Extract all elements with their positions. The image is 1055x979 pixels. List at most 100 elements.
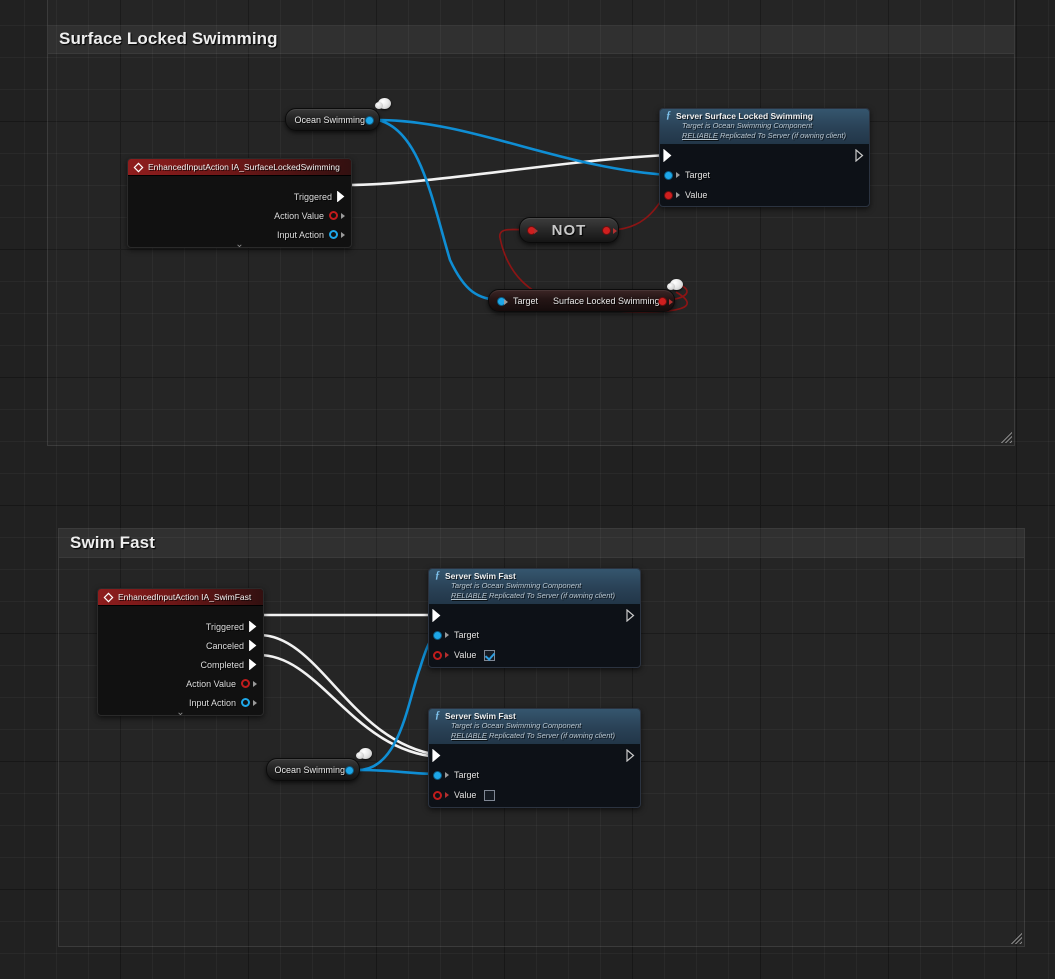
node-ocean-swimming-bottom[interactable]: Ocean Swimming <box>266 758 360 781</box>
pin-arrow-icon <box>445 632 449 638</box>
pin-row-target[interactable]: Target <box>429 625 640 645</box>
reroute-knot-bool[interactable] <box>667 279 683 290</box>
pin-row-triggered[interactable]: Triggered <box>98 617 263 636</box>
pin-in-value[interactable] <box>433 650 442 660</box>
pin-exec-out[interactable] <box>626 609 636 622</box>
pin-output-object[interactable] <box>365 116 374 125</box>
node-not[interactable]: NOT <box>519 217 619 243</box>
pin-arrow-icon <box>669 299 673 305</box>
pin-arrow-icon <box>253 699 257 706</box>
node-enhanced-input-action-surface-locked[interactable]: EnhancedInputAction IA_SurfaceLockedSwim… <box>127 158 352 248</box>
value-checkbox[interactable] <box>484 649 496 661</box>
pin-row-value[interactable]: Value <box>660 185 869 205</box>
replication-text: Replicated To Server (if owning client) <box>717 131 846 140</box>
node-title: NOT <box>551 221 587 239</box>
node-header[interactable]: ƒ Server Surface Locked Swimming Target … <box>660 109 869 145</box>
function-f-icon: ƒ <box>666 110 671 121</box>
pin-arrow-icon <box>676 192 680 198</box>
pin-output-object[interactable] <box>345 766 354 775</box>
node-server-swim-fast-1[interactable]: ƒ Server Swim Fast Target is Ocean Swimm… <box>428 568 641 668</box>
comment-title-bar[interactable] <box>59 529 1024 558</box>
node-title: EnhancedInputAction IA_SurfaceLockedSwim… <box>148 162 340 172</box>
replication-text: Replicated To Server (if owning client) <box>486 731 615 740</box>
pin-label: Triggered <box>205 621 244 632</box>
comment-box-surface-locked-swimming[interactable]: Surface Locked Swimming <box>47 0 1015 446</box>
pin-exec-out[interactable] <box>855 149 865 162</box>
pin-out-input-action[interactable] <box>241 698 250 707</box>
pin-out-bool[interactable] <box>602 226 611 235</box>
pin-row-input-action[interactable]: Input Action <box>128 225 351 244</box>
pin-exec-out-triggered[interactable] <box>337 191 345 202</box>
pin-exec-out-triggered[interactable] <box>249 621 257 632</box>
reroute-knot-top[interactable] <box>375 98 391 109</box>
node-server-surface-locked-swimming[interactable]: ƒ Server Surface Locked Swimming Target … <box>659 108 870 207</box>
node-expander-chevron-down-icon[interactable]: ⌄ <box>176 707 185 716</box>
value-checkbox[interactable] <box>484 789 496 801</box>
target-label: Target <box>513 296 539 306</box>
pin-exec-out-canceled[interactable] <box>249 640 257 651</box>
node-subtitle-target: Target is Ocean Swimming Component <box>682 121 813 130</box>
node-expander-chevron-down-icon[interactable]: ⌄ <box>235 239 244 248</box>
node-header[interactable]: ƒ Server Swim Fast Target is Ocean Swimm… <box>429 709 640 745</box>
node-subtitle-replication: RELIABLE Replicated To Server (if owning… <box>435 591 634 601</box>
pin-exec-out-completed[interactable] <box>249 659 257 670</box>
pin-arrow-icon <box>534 228 538 234</box>
pin-label: Input Action <box>276 229 324 240</box>
reroute-knot-bottom[interactable] <box>356 748 372 759</box>
pin-row-action-value[interactable]: Action Value <box>128 206 351 225</box>
pin-exec-in[interactable] <box>432 609 442 622</box>
enhanced-input-diamond-icon <box>103 592 114 602</box>
node-body: Target Value <box>660 145 869 206</box>
pin-out-action-value[interactable] <box>241 679 250 688</box>
node-body: Target Value <box>429 605 640 667</box>
comment-resize-handle[interactable] <box>1000 431 1012 443</box>
comment-title-bar[interactable] <box>48 25 1014 54</box>
pin-exec-in[interactable] <box>432 749 442 762</box>
pin-exec-out[interactable] <box>626 749 636 762</box>
node-header[interactable]: ƒ Server Swim Fast Target is Ocean Swimm… <box>429 569 640 605</box>
comment-resize-handle[interactable] <box>1010 932 1022 944</box>
pin-row-canceled[interactable]: Canceled <box>98 636 263 655</box>
pin-arrow-icon <box>445 652 449 658</box>
pin-arrow-icon <box>445 792 449 798</box>
node-server-swim-fast-2[interactable]: ƒ Server Swim Fast Target is Ocean Swimm… <box>428 708 641 808</box>
node-get-surface-locked-swimming[interactable]: Target Surface Locked Swimming <box>488 289 675 312</box>
comment-title: Surface Locked Swimming <box>59 29 278 48</box>
pin-row-action-value[interactable]: Action Value <box>98 674 263 693</box>
pin-arrow-icon <box>341 212 345 219</box>
pin-out-bool[interactable] <box>658 297 667 306</box>
pin-arrow-icon <box>613 228 617 234</box>
pin-row-completed[interactable]: Completed <box>98 655 263 674</box>
pin-exec-in[interactable] <box>663 149 673 162</box>
pin-row-value[interactable]: Value <box>429 645 640 665</box>
pin-label: Action Value <box>274 210 324 221</box>
node-enhanced-input-action-swim-fast[interactable]: EnhancedInputAction IA_SwimFast Triggere… <box>97 588 264 716</box>
pin-in-target[interactable] <box>664 170 673 180</box>
reliable-label: RELIABLE <box>451 731 487 740</box>
pin-arrow-icon <box>676 172 680 178</box>
exec-row <box>429 605 640 625</box>
comment-box-swim-fast[interactable]: Swim Fast <box>58 528 1025 947</box>
pin-label: Target <box>454 770 480 780</box>
pin-row-target[interactable]: Target <box>660 165 869 185</box>
pin-label: Value <box>685 190 708 200</box>
pin-label: Triggered <box>293 191 332 202</box>
pin-label: Input Action <box>188 697 236 708</box>
node-ocean-swimming-top[interactable]: Ocean Swimming <box>285 108 380 131</box>
pin-row-triggered[interactable]: Triggered <box>128 187 351 206</box>
pin-label: Value <box>454 650 477 660</box>
pin-row-value[interactable]: Value <box>429 785 640 805</box>
pin-in-value[interactable] <box>433 790 442 800</box>
pin-out-input-action[interactable] <box>329 230 338 239</box>
comment-title: Swim Fast <box>70 533 155 552</box>
pin-in-value[interactable] <box>664 190 673 200</box>
pin-row-target[interactable]: Target <box>429 765 640 785</box>
pin-in-target[interactable] <box>433 630 442 640</box>
pin-in-target[interactable] <box>433 770 442 780</box>
reliable-label: RELIABLE <box>451 591 487 600</box>
node-header[interactable]: EnhancedInputAction IA_SwimFast <box>98 589 263 606</box>
pin-row-input-action[interactable]: Input Action <box>98 693 263 712</box>
pin-out-action-value[interactable] <box>329 211 338 220</box>
node-header[interactable]: EnhancedInputAction IA_SurfaceLockedSwim… <box>128 159 351 176</box>
